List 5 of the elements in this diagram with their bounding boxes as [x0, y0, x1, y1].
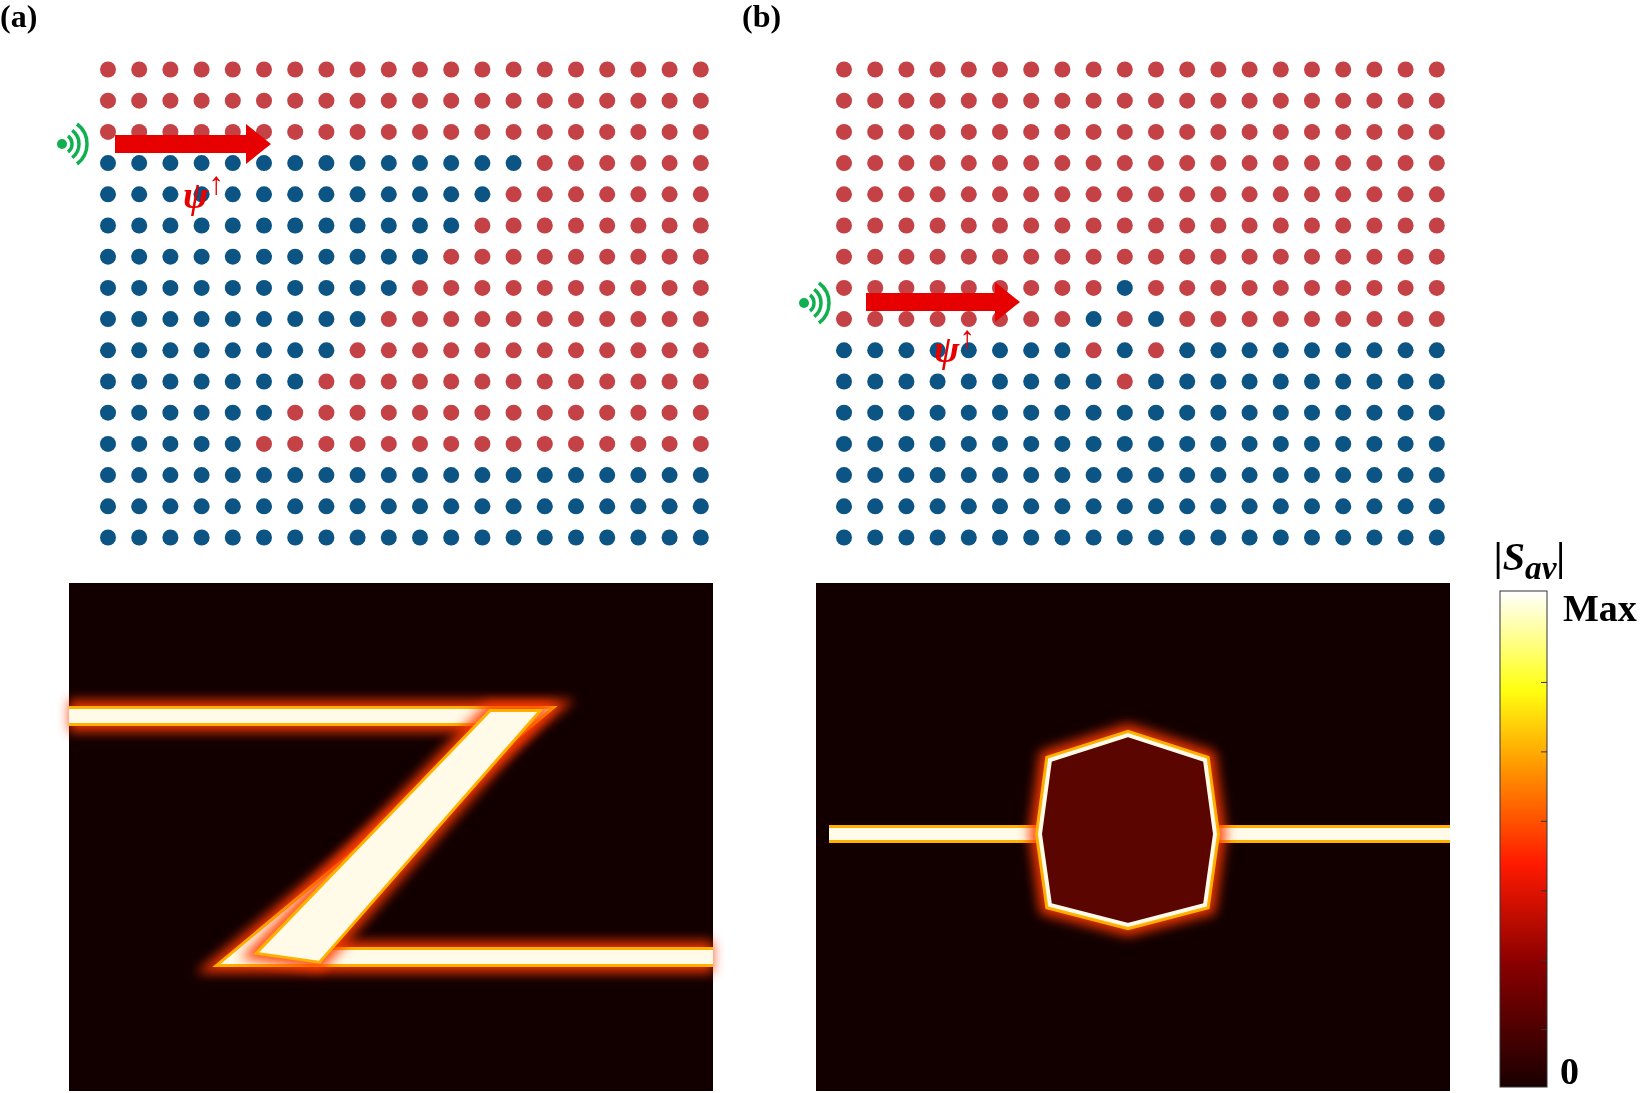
colorbar-max-label: Max	[1563, 589, 1637, 627]
colorbar-title: |S$_{av}$|	[1494, 537, 1566, 585]
panel-label: (a)	[0, 0, 38, 32]
colorbar-min-label: 0	[1560, 1052, 1579, 1090]
panel-label: (b)	[742, 0, 782, 32]
